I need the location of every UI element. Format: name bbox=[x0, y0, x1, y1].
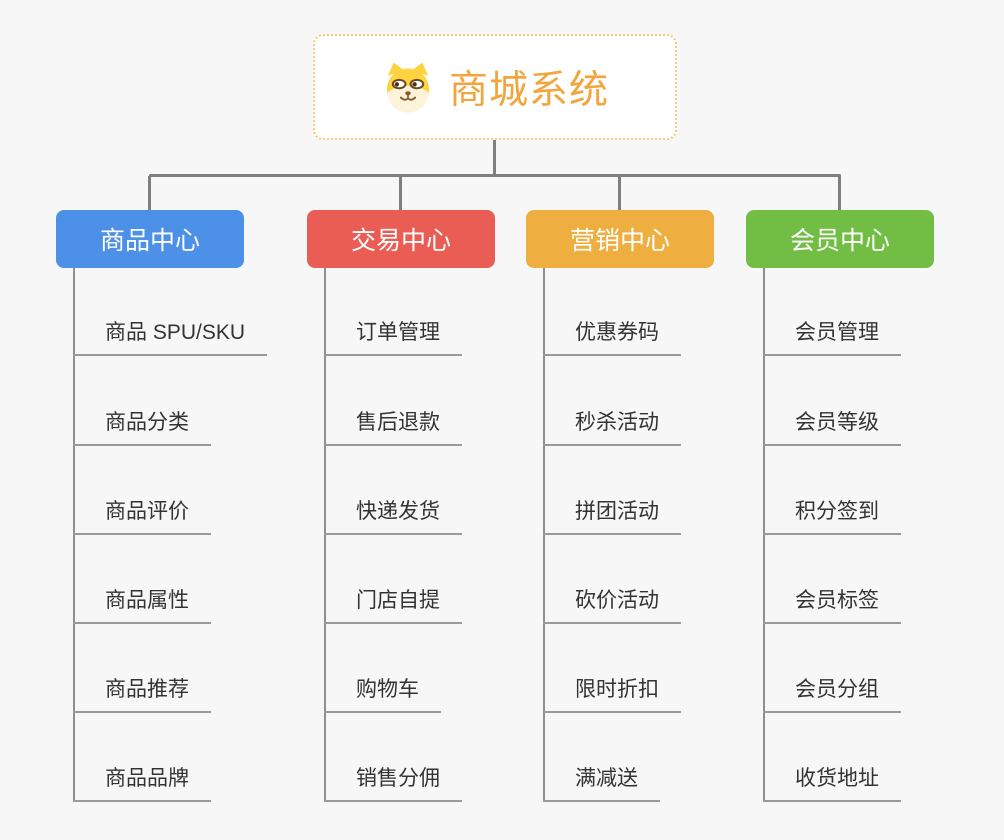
child-item[interactable]: 商品属性 bbox=[73, 587, 211, 624]
branch-node[interactable]: 商品中心 bbox=[56, 210, 244, 268]
connector-drop-line bbox=[399, 176, 402, 210]
connector-children-line bbox=[763, 268, 765, 802]
branch-marketing: 营销中心 优惠券码 秒杀活动 拼团活动 砍价活动 限时折扣 满减送 bbox=[526, 176, 776, 810]
child-item[interactable]: 会员等级 bbox=[763, 409, 901, 446]
connector-root-stub bbox=[493, 140, 496, 177]
child-item[interactable]: 商品分类 bbox=[73, 409, 211, 446]
root-node[interactable]: 商城系统 bbox=[313, 34, 677, 140]
branch-node[interactable]: 营销中心 bbox=[526, 210, 714, 268]
child-item[interactable]: 售后退款 bbox=[324, 409, 462, 446]
child-item[interactable]: 砍价活动 bbox=[543, 587, 681, 624]
connector-drop-line bbox=[618, 176, 621, 210]
child-item[interactable]: 购物车 bbox=[324, 676, 441, 713]
child-item[interactable]: 优惠券码 bbox=[543, 319, 681, 356]
child-item[interactable]: 商品品牌 bbox=[73, 765, 211, 802]
child-item[interactable]: 商品评价 bbox=[73, 498, 211, 535]
child-item[interactable]: 销售分佣 bbox=[324, 765, 462, 802]
branch-node[interactable]: 会员中心 bbox=[746, 210, 934, 268]
connector-drop-line bbox=[838, 176, 841, 210]
dog-face-icon bbox=[381, 60, 435, 114]
branch-products: 商品中心 商品 SPU/SKU 商品分类 商品评价 商品属性 商品推荐 商品品牌 bbox=[56, 176, 306, 810]
child-item[interactable]: 秒杀活动 bbox=[543, 409, 681, 446]
connector-drop-line bbox=[148, 176, 151, 210]
child-item[interactable]: 会员管理 bbox=[763, 319, 901, 356]
connector-children-line bbox=[324, 268, 326, 802]
child-item[interactable]: 积分签到 bbox=[763, 498, 901, 535]
child-item[interactable]: 收货地址 bbox=[763, 765, 901, 802]
connector-children-line bbox=[73, 268, 75, 802]
branch-members: 会员中心 会员管理 会员等级 积分签到 会员标签 会员分组 收货地址 bbox=[746, 176, 996, 810]
child-item[interactable]: 订单管理 bbox=[324, 319, 462, 356]
child-item[interactable]: 会员标签 bbox=[763, 587, 901, 624]
connector-rail bbox=[149, 174, 841, 177]
child-item[interactable]: 门店自提 bbox=[324, 587, 462, 624]
child-item[interactable]: 会员分组 bbox=[763, 676, 901, 713]
branch-trade: 交易中心 订单管理 售后退款 快递发货 门店自提 购物车 销售分佣 bbox=[307, 176, 557, 810]
child-item[interactable]: 拼团活动 bbox=[543, 498, 681, 535]
child-item[interactable]: 商品 SPU/SKU bbox=[73, 319, 268, 356]
child-item[interactable]: 快递发货 bbox=[324, 498, 462, 535]
branch-node[interactable]: 交易中心 bbox=[307, 210, 495, 268]
child-item[interactable]: 限时折扣 bbox=[543, 676, 681, 713]
connector-children-line bbox=[543, 268, 545, 802]
root-node-label: 商城系统 bbox=[448, 69, 609, 112]
child-item[interactable]: 商品推荐 bbox=[73, 676, 211, 713]
child-item[interactable]: 满减送 bbox=[543, 765, 660, 802]
